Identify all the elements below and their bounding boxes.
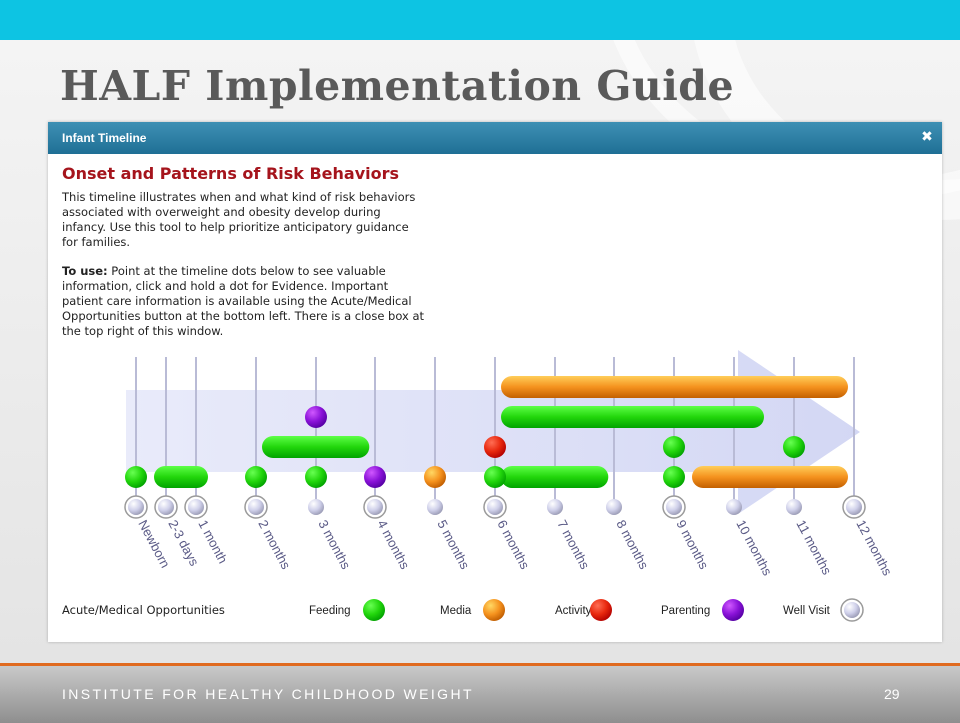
well-visit-dot[interactable] bbox=[128, 499, 144, 515]
age-label: 5 months bbox=[434, 517, 473, 572]
parenting-dot[interactable] bbox=[305, 406, 327, 428]
age-label: 2 months bbox=[255, 517, 294, 572]
acute-medical-opportunities-button[interactable]: Acute/Medical Opportunities bbox=[62, 603, 225, 617]
well-visit-dot[interactable] bbox=[158, 499, 174, 515]
well-visit-dot[interactable] bbox=[606, 499, 622, 515]
window-title: Infant Timeline bbox=[62, 131, 147, 145]
footer-organization: INSTITUTE FOR HEALTHY CHILDHOOD WEIGHT bbox=[62, 686, 474, 702]
close-icon[interactable]: ✖ bbox=[921, 129, 933, 145]
top-accent-band bbox=[0, 0, 960, 40]
well-visit-dot[interactable] bbox=[547, 499, 563, 515]
timeline-arrow-background bbox=[126, 350, 860, 514]
media-period-bar[interactable] bbox=[692, 466, 848, 488]
legend-label: Well Visit bbox=[783, 605, 831, 617]
feeding-period-bar[interactable] bbox=[262, 436, 370, 458]
window-title-bar: Infant Timeline ✖ bbox=[48, 122, 942, 154]
page-number: 29 bbox=[884, 686, 900, 702]
feeding-period-bar[interactable] bbox=[154, 466, 208, 488]
instructions-label: To use: bbox=[62, 264, 108, 278]
legend-activity-swatch bbox=[590, 599, 612, 621]
instructions-body: Point at the timeline dots below to see … bbox=[62, 264, 425, 338]
media-period-bar[interactable] bbox=[501, 376, 848, 398]
legend-label: Feeding bbox=[309, 605, 351, 617]
age-label: 4 months bbox=[374, 517, 413, 572]
feeding-period-bar[interactable] bbox=[501, 406, 764, 428]
feeding-dot[interactable] bbox=[783, 436, 805, 458]
well-visit-dot[interactable] bbox=[786, 499, 802, 515]
parenting-dot[interactable] bbox=[364, 466, 386, 488]
feeding-dot[interactable] bbox=[125, 466, 147, 488]
feeding-dot[interactable] bbox=[663, 466, 685, 488]
footer-band: INSTITUTE FOR HEALTHY CHILDHOOD WEIGHT 2… bbox=[0, 663, 960, 723]
age-label: 7 months bbox=[554, 517, 593, 572]
feeding-dot[interactable] bbox=[663, 436, 685, 458]
slide-title: HALF Implementation Guide bbox=[60, 62, 735, 110]
intro-text: This timeline illustrates when and what … bbox=[62, 190, 416, 249]
timeline-heading: Onset and Patterns of Risk Behaviors bbox=[62, 164, 400, 183]
well-visit-dot[interactable] bbox=[846, 499, 862, 515]
activity-dot[interactable] bbox=[484, 436, 506, 458]
legend-label: Activity bbox=[555, 605, 592, 617]
well-visit-dot[interactable] bbox=[248, 499, 264, 515]
age-label: 6 months bbox=[494, 517, 533, 572]
age-label: 8 months bbox=[613, 517, 652, 572]
legend-well-visit-swatch bbox=[844, 602, 860, 618]
legend-label: Parenting bbox=[661, 605, 710, 617]
well-visit-dot[interactable] bbox=[188, 499, 204, 515]
legend-feeding-swatch bbox=[363, 599, 385, 621]
well-visit-dot[interactable] bbox=[367, 499, 383, 515]
media-dot[interactable] bbox=[424, 466, 446, 488]
feeding-period-bar[interactable] bbox=[501, 466, 609, 488]
feeding-dot[interactable] bbox=[484, 466, 506, 488]
age-label: 10 months bbox=[733, 517, 775, 578]
infant-timeline-window: Infant Timeline ✖ Onset and Patterns of … bbox=[48, 122, 942, 642]
well-visit-dot[interactable] bbox=[427, 499, 443, 515]
legend-media-swatch bbox=[483, 599, 505, 621]
well-visit-dot[interactable] bbox=[726, 499, 742, 515]
legend-label: Media bbox=[440, 605, 472, 617]
age-label: 12 months bbox=[853, 517, 895, 578]
age-label: 11 months bbox=[793, 517, 835, 577]
well-visit-dot[interactable] bbox=[487, 499, 503, 515]
age-label: 3 months bbox=[315, 517, 354, 572]
well-visit-dot[interactable] bbox=[308, 499, 324, 515]
feeding-dot[interactable] bbox=[305, 466, 327, 488]
well-visit-dot[interactable] bbox=[666, 499, 682, 515]
age-label: 9 months bbox=[673, 517, 712, 572]
feeding-dot[interactable] bbox=[245, 466, 267, 488]
instructions-text: To use: Point at the timeline dots below… bbox=[62, 264, 432, 339]
legend-parenting-swatch bbox=[722, 599, 744, 621]
